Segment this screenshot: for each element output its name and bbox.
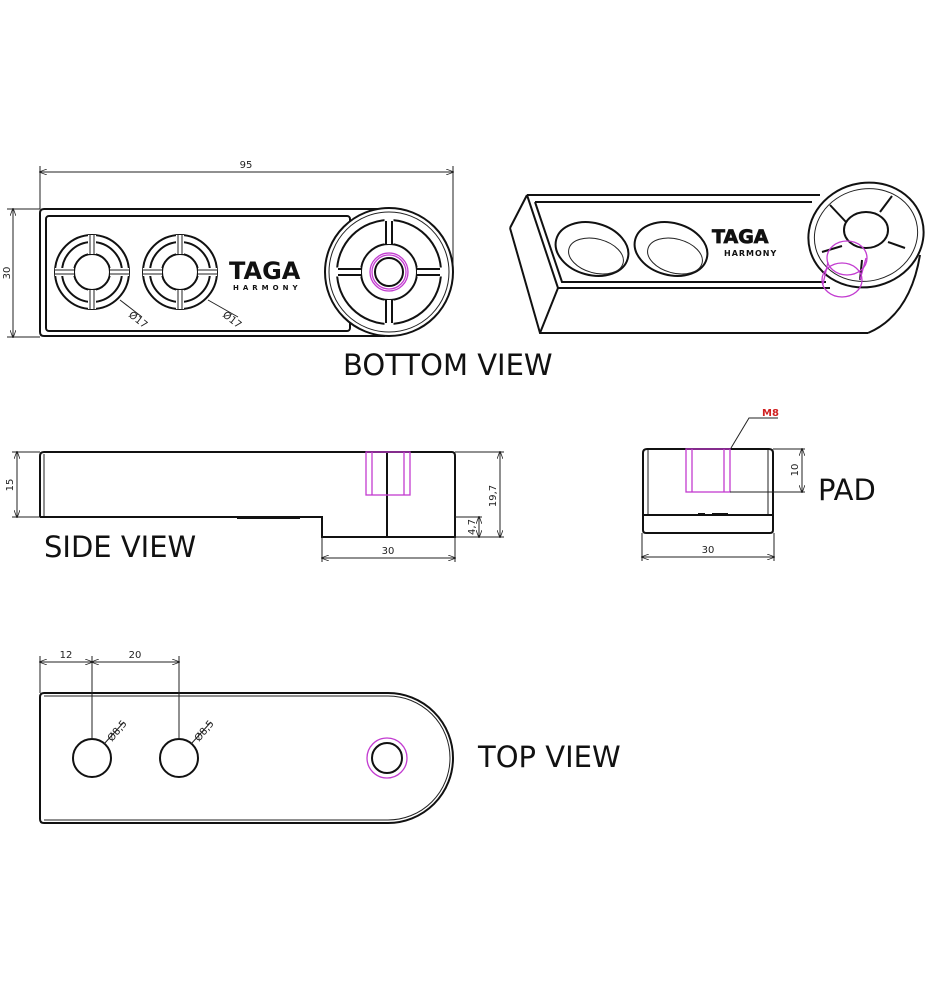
- side-view-title: SIDE VIEW: [44, 530, 196, 564]
- thread-section: [365, 451, 411, 496]
- side-dim-pad: 4,7: [467, 519, 478, 535]
- thread-callout: M8: [762, 408, 779, 419]
- side-view: 15 19,7 4,7 30 SIDE VIEW: [5, 451, 504, 564]
- bottom-view-title: BOTTOM VIEW: [343, 348, 553, 382]
- side-dim-width: 30: [382, 546, 395, 557]
- dim-height: 30: [2, 267, 13, 280]
- pad-view: M8 10 30 PAD: [642, 408, 876, 561]
- pad-title: PAD: [818, 473, 876, 507]
- mount-hole-1: [72, 738, 112, 778]
- bottom-view: 95 30 Ø17 Ø17 TAGA HARMONY: [2, 160, 553, 382]
- logo-brand: TAGA: [229, 257, 301, 285]
- top-dim-spacing: 20: [129, 650, 142, 661]
- body-outline: [39, 208, 385, 337]
- iso-logo-sub: HARMONY: [724, 249, 777, 258]
- top-thread: [366, 737, 408, 779]
- hole-1: [54, 234, 130, 310]
- pad-dim-depth: 10: [790, 464, 801, 477]
- top-view: 12 20 Ø8,5 Ø8,5 TOP VIEW: [39, 650, 621, 824]
- side-dim-total: 19,7: [488, 485, 499, 507]
- dim-length: 95: [240, 160, 253, 171]
- logo-sub: HARMONY: [233, 284, 302, 292]
- isometric-view: TAGA HARMONY: [509, 181, 925, 334]
- hole-dia-label-1: Ø17: [126, 309, 150, 331]
- thread-circle: [369, 252, 409, 292]
- pad-circle: [324, 207, 454, 337]
- side-dim-height: 15: [5, 479, 16, 492]
- top-hole-dia-2: Ø8,5: [192, 718, 216, 744]
- hole-dia-label-2: Ø17: [220, 309, 244, 331]
- pad-dim-width: 30: [702, 545, 715, 556]
- pad-thread: [685, 448, 731, 493]
- top-hole-dia-1: Ø8,5: [105, 718, 129, 744]
- mount-hole-2: [159, 738, 199, 778]
- hole-2: [142, 234, 218, 310]
- top-view-title: TOP VIEW: [477, 740, 621, 774]
- top-dim-offset: 12: [60, 650, 73, 661]
- iso-logo-brand: TAGA: [712, 226, 769, 248]
